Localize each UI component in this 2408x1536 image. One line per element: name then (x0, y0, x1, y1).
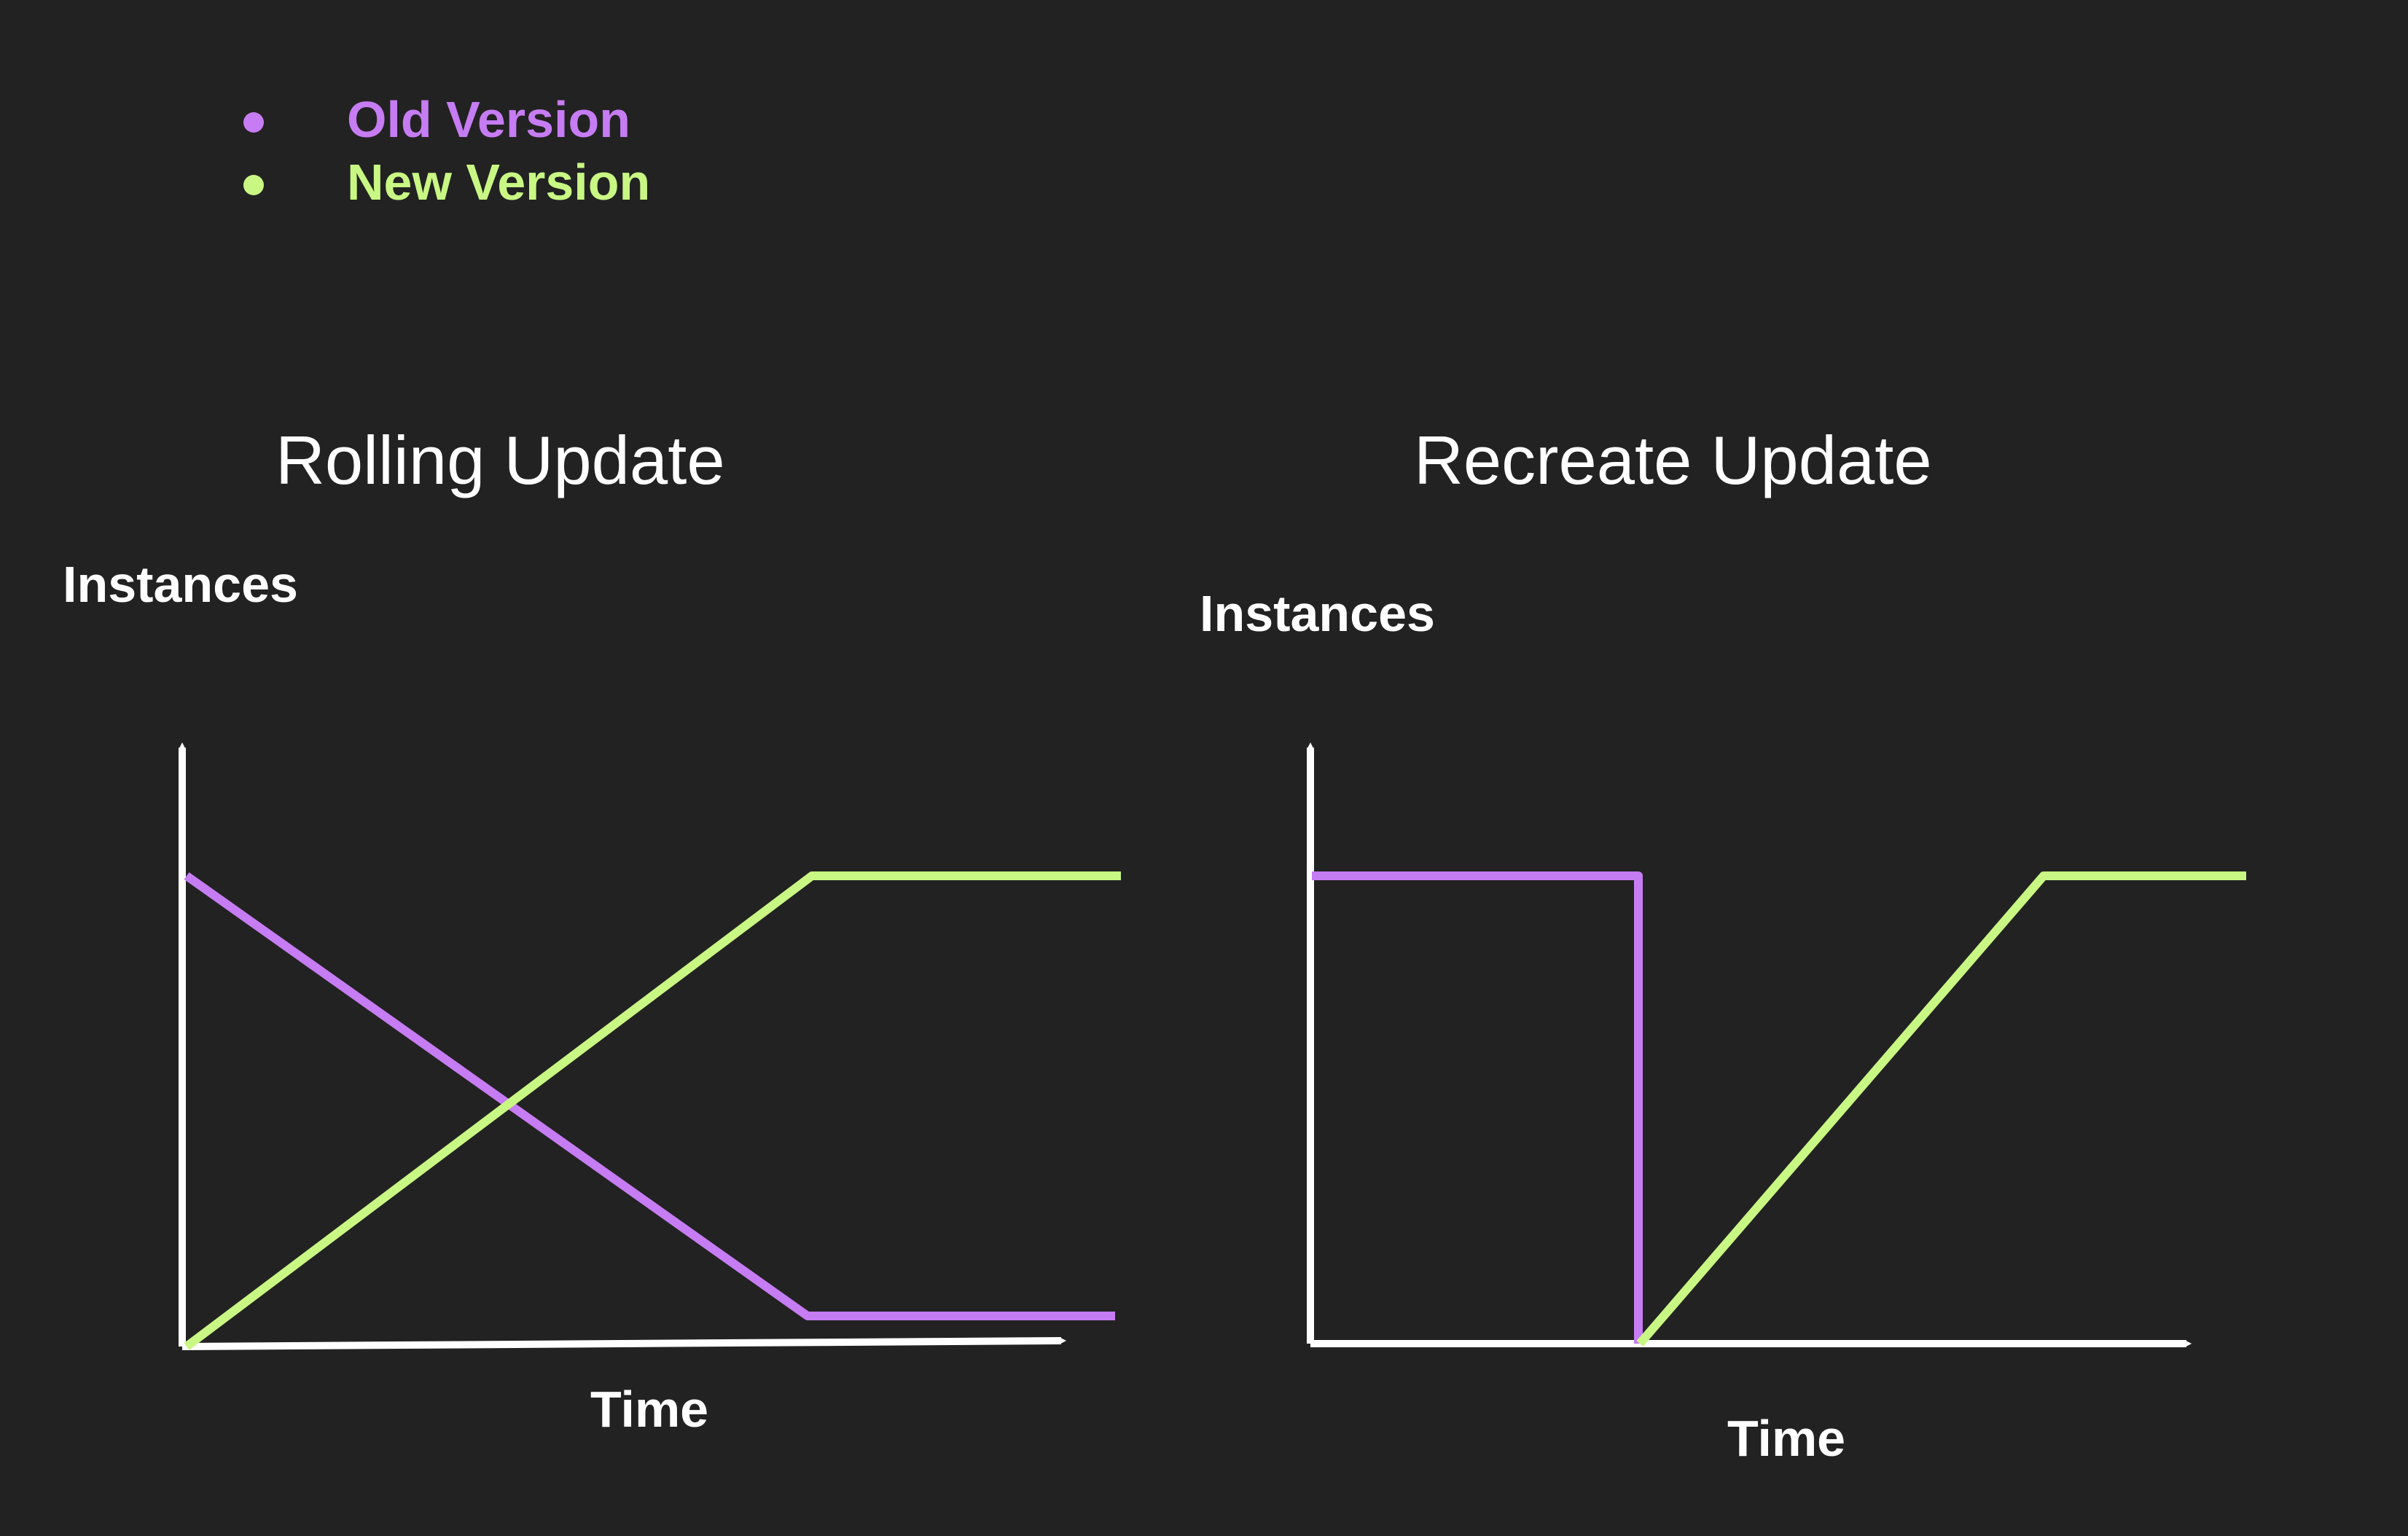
x-axis-label-recreate-update: Time (1727, 1410, 1845, 1467)
y-axis-label-recreate-update: Instances (1200, 585, 1435, 642)
legend-bullet-old-version (243, 112, 264, 133)
legend-item-old-version: Old Version (243, 91, 630, 148)
y-axis-label-rolling-update: Instances (63, 556, 298, 613)
panel-recreate-update: Recreate Update Instances Time (1200, 422, 2246, 1467)
panel-title-rolling-update: Rolling Update (275, 422, 725, 498)
legend-label-old-version: Old Version (347, 91, 630, 148)
legend-bullet-new-version (243, 175, 264, 195)
new-version-line-rolling-update (184, 871, 1121, 1350)
panel-rolling-update: Rolling Update Instances Time (63, 422, 1121, 1438)
old-version-line-rolling-update (184, 872, 1115, 1320)
new-version-line-recreate-update (1636, 871, 2246, 1347)
panel-title-recreate-update: Recreate Update (1414, 422, 1932, 498)
legend: Old Version New Version (243, 91, 650, 211)
x-axis-rolling-update (181, 1337, 1067, 1350)
legend-label-new-version: New Version (347, 154, 650, 211)
old-version-line-recreate-update (1312, 871, 1643, 1344)
x-axis-label-rolling-update: Time (590, 1381, 708, 1438)
legend-item-new-version: New Version (243, 154, 650, 211)
